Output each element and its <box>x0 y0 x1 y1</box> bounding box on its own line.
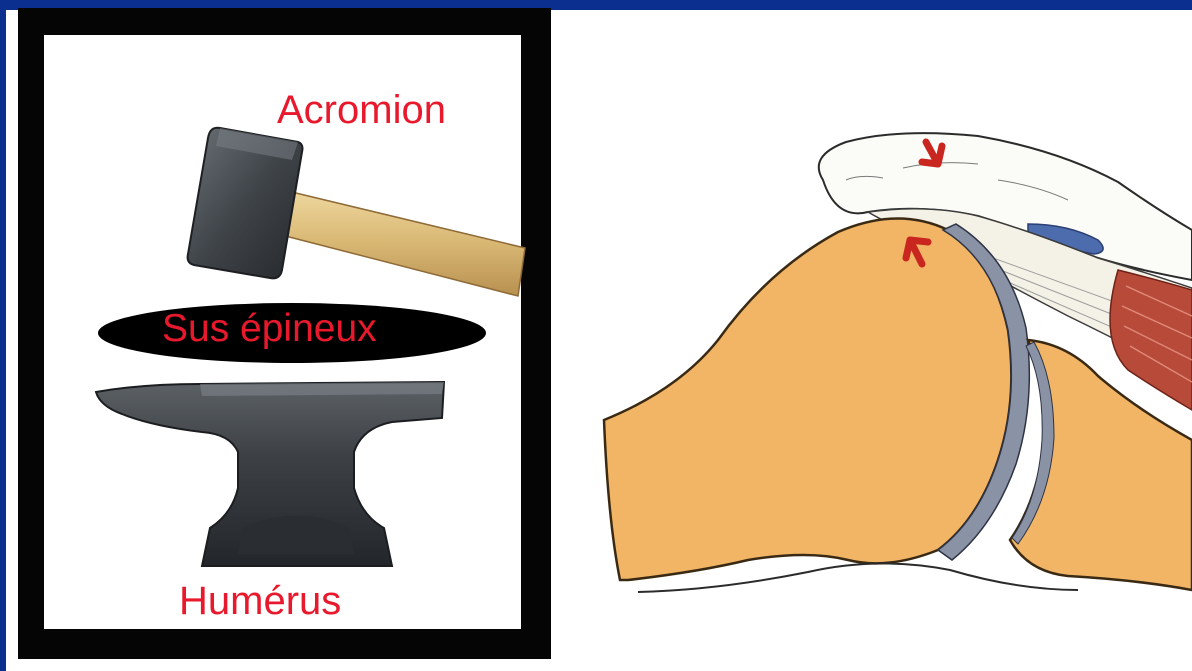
supraspinatus-label: Sus épineux <box>162 307 377 351</box>
humerus-bone <box>604 218 1011 580</box>
hammer-icon <box>180 120 540 310</box>
acromion-label: Acromion <box>277 88 446 133</box>
humerus-label: Humérus <box>179 579 341 624</box>
anvil-icon <box>92 378 452 578</box>
shoulder-anatomy-illustration <box>598 120 1192 620</box>
